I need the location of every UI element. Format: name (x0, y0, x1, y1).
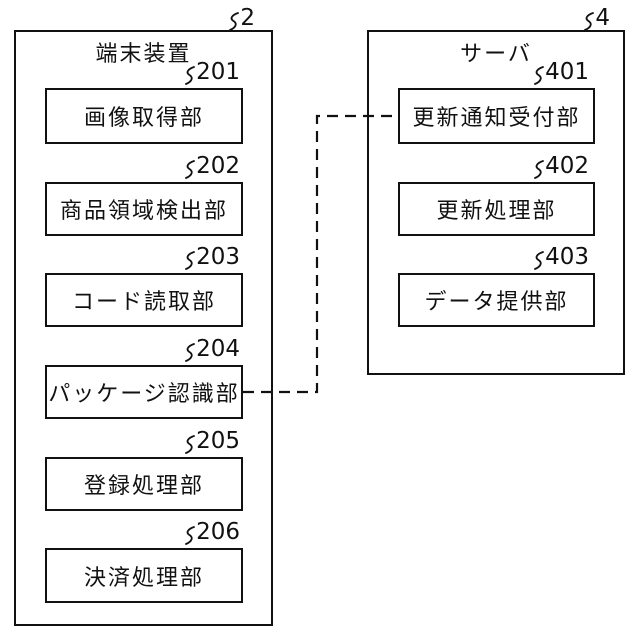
server-title: サーバ (460, 42, 532, 67)
reference-squiggle-icon (185, 66, 195, 85)
ref-label-terminal: 2 (229, 6, 255, 31)
ref-number: 401 (545, 59, 589, 85)
ref-label-206: 206 (185, 520, 240, 545)
update-processing-box: 更新処理部 (398, 182, 595, 236)
registration-processing-box: 登録処理部 (45, 457, 243, 511)
reference-squiggle-icon (185, 251, 195, 270)
terminal-device-title: 端末装置 (95, 42, 192, 67)
package-recognition-box: パッケージ認識部 (45, 365, 243, 419)
ref-number: 206 (196, 519, 240, 545)
reference-squiggle-icon (185, 435, 195, 454)
ref-label-403: 403 (534, 245, 589, 270)
ref-label-204: 204 (185, 337, 240, 362)
reference-squiggle-icon (185, 526, 195, 545)
box-label: 更新通知受付部 (412, 106, 581, 131)
reference-squiggle-icon (185, 343, 195, 362)
reference-squiggle-icon (534, 66, 544, 85)
payment-processing-box: 決済処理部 (45, 548, 243, 603)
reference-squiggle-icon (584, 12, 595, 31)
ref-number: 201 (196, 59, 240, 85)
image-acquisition-box: 画像取得部 (45, 88, 243, 144)
update-notification-reception-box: 更新通知受付部 (398, 88, 595, 144)
ref-label-402: 402 (534, 154, 589, 179)
box-label: 決済処理部 (83, 565, 204, 591)
code-reading-box: コード読取部 (45, 273, 243, 327)
ref-number: 202 (196, 153, 240, 179)
ref-label-401: 401 (534, 60, 589, 85)
data-provision-box: データ提供部 (398, 273, 595, 327)
box-label: コード読取部 (71, 290, 216, 315)
ref-label-202: 202 (185, 154, 240, 179)
reference-squiggle-icon (534, 251, 544, 270)
ref-label-205: 205 (185, 429, 240, 454)
box-label: 更新処理部 (436, 199, 557, 224)
box-label: 画像取得部 (83, 106, 204, 131)
ref-number: 203 (196, 244, 240, 270)
box-label: 商品領域検出部 (59, 199, 228, 224)
reference-squiggle-icon (229, 12, 240, 31)
ref-number: 403 (545, 244, 589, 270)
ref-number: 2 (240, 5, 255, 31)
ref-label-201: 201 (185, 60, 240, 85)
product-area-detection-box: 商品領域検出部 (45, 182, 243, 236)
reference-squiggle-icon (534, 160, 544, 179)
box-label: パッケージ認識部 (48, 382, 240, 407)
box-label: 登録処理部 (83, 474, 204, 499)
ref-label-203: 203 (185, 245, 240, 270)
ref-number: 205 (196, 428, 240, 454)
box-label: データ提供部 (424, 290, 569, 315)
reference-squiggle-icon (185, 160, 195, 179)
ref-label-server: 4 (584, 6, 610, 31)
ref-number: 402 (545, 153, 589, 179)
ref-number: 204 (196, 336, 240, 362)
ref-number: 4 (595, 5, 610, 31)
